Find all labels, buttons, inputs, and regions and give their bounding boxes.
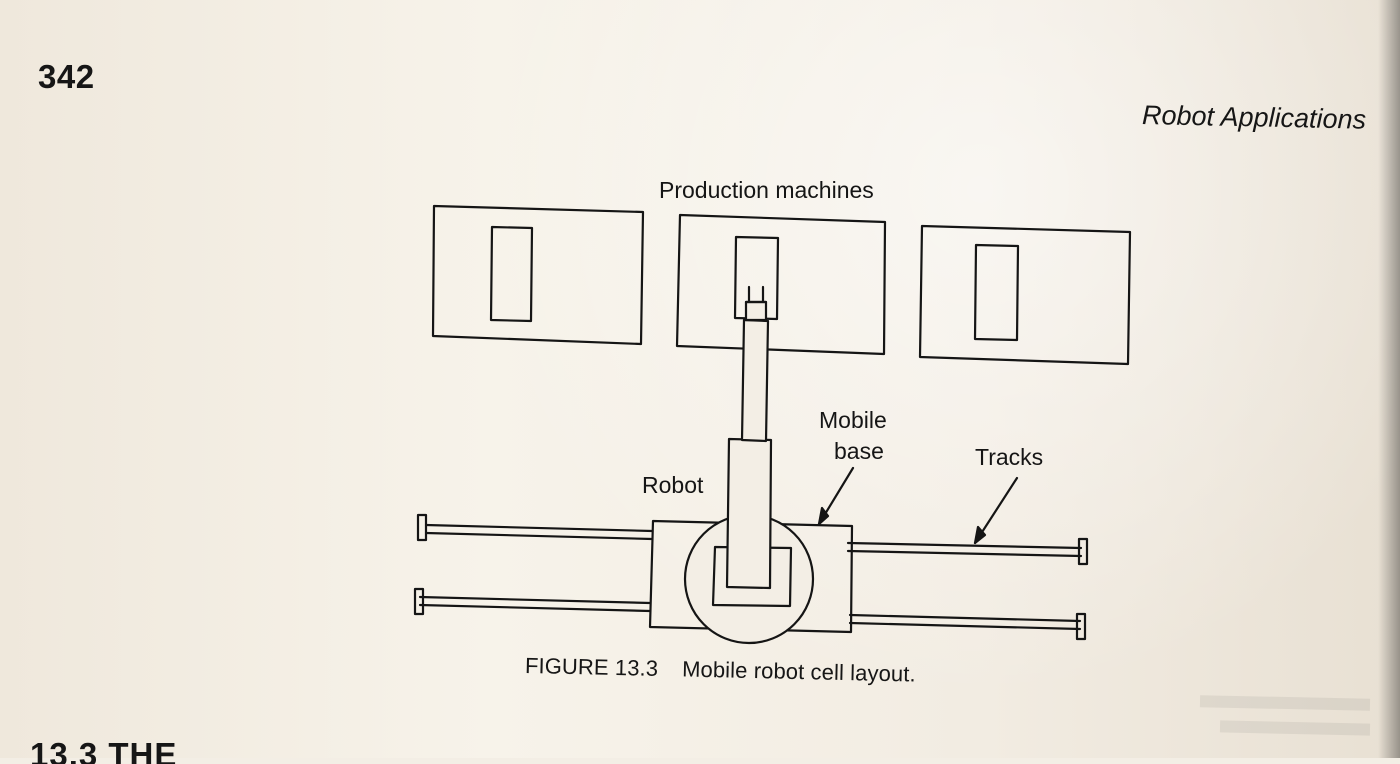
mobile-label-line-1: Mobile <box>819 407 887 433</box>
tracks-arrowhead <box>973 525 987 545</box>
track-end-stop <box>1077 537 1089 566</box>
figure-number: FIGURE 13.3 <box>524 653 659 681</box>
figure-title: Mobile robot cell layout. <box>681 656 916 687</box>
lower-track-rails <box>418 595 1082 631</box>
mobile-label-line-2: base <box>834 438 884 464</box>
page-number: 342 <box>38 58 95 95</box>
robot-label: Robot <box>642 472 704 498</box>
production-machine-center <box>675 213 887 356</box>
track-end-stop <box>1075 612 1087 641</box>
robot-lower-column <box>725 437 773 590</box>
machine-opening-center <box>733 235 780 321</box>
production-machine-left <box>431 204 645 346</box>
production-machine-right <box>918 224 1132 366</box>
robot-arm <box>740 318 770 443</box>
mobile-base-arrowhead <box>817 506 830 526</box>
next-section-heading-fragment: 13.3 THE <box>30 736 178 764</box>
tracks-label: Tracks <box>975 444 1043 470</box>
mobile-base <box>648 519 854 634</box>
track-end-stop <box>416 513 428 542</box>
upper-track-rails <box>424 523 1083 558</box>
production-machines-label: Production machines <box>659 177 874 203</box>
machine-opening-left <box>489 225 534 323</box>
robot-gripper-mount <box>744 300 768 322</box>
machine-opening-right <box>973 243 1020 342</box>
track-end-stop <box>413 587 425 616</box>
robot-gripper-fingers <box>744 285 768 304</box>
page-edge-shadow <box>1378 0 1400 758</box>
